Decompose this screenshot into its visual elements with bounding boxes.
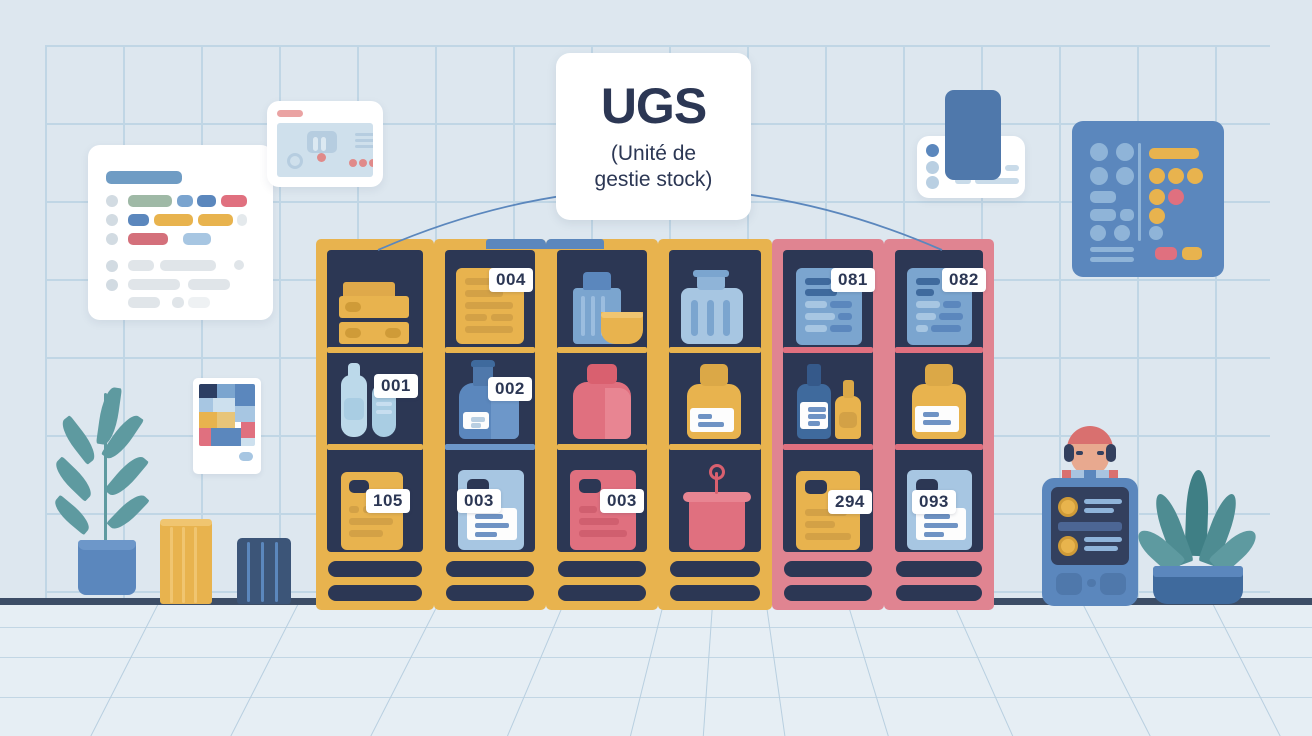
inventory-list-card[interactable] [88,145,273,320]
shelf-tag[interactable]: 294 [828,490,872,514]
cabinet-3[interactable] [546,239,658,610]
shelf-tag[interactable]: 093 [912,490,956,514]
shelf-tag[interactable]: 003 [600,489,644,513]
bin-amber [160,519,212,604]
tablet-device[interactable] [945,90,1001,180]
page-title: UGS [600,77,707,134]
cabinet-2[interactable] [434,239,546,610]
shelf-tag[interactable]: 001 [374,374,418,398]
cabinet-6-base [884,552,994,610]
cabinet-3-base [546,552,658,610]
cabinet-4[interactable] [658,239,772,610]
kiosk-terminal[interactable] [1042,478,1138,606]
cabinet-2-base [434,552,546,610]
floor [0,605,1312,736]
cabinet-4-base [658,552,772,610]
shelf-tag[interactable]: 002 [488,377,532,401]
control-panel[interactable] [1072,121,1224,277]
plant-right [1132,469,1262,605]
title-subtitle-line-2: gestie stock) [594,167,713,191]
shelf-tag[interactable]: 004 [489,268,533,292]
shelf-tag[interactable]: 003 [457,489,501,513]
shelf-tag[interactable]: 105 [366,489,410,513]
cabinet-1[interactable] [316,239,434,610]
cabinet-1-base [316,552,434,610]
shelf-tag[interactable]: 081 [831,268,875,292]
bin-navy [237,538,291,604]
title-subtitle-line-1: (Unité de [610,141,697,165]
plant-left [50,385,152,610]
cabinet-5-base [772,552,884,610]
shelf-tag[interactable]: 082 [942,268,986,292]
monitor-card[interactable] [267,101,383,187]
title-card: UGS (Unité de gestie stock) [556,53,751,220]
framed-picture [193,378,261,474]
title-subtitle: (Unité de gestie stock) [595,141,713,192]
cabinet-6[interactable] [884,239,994,610]
cabinet-5[interactable] [772,239,884,610]
